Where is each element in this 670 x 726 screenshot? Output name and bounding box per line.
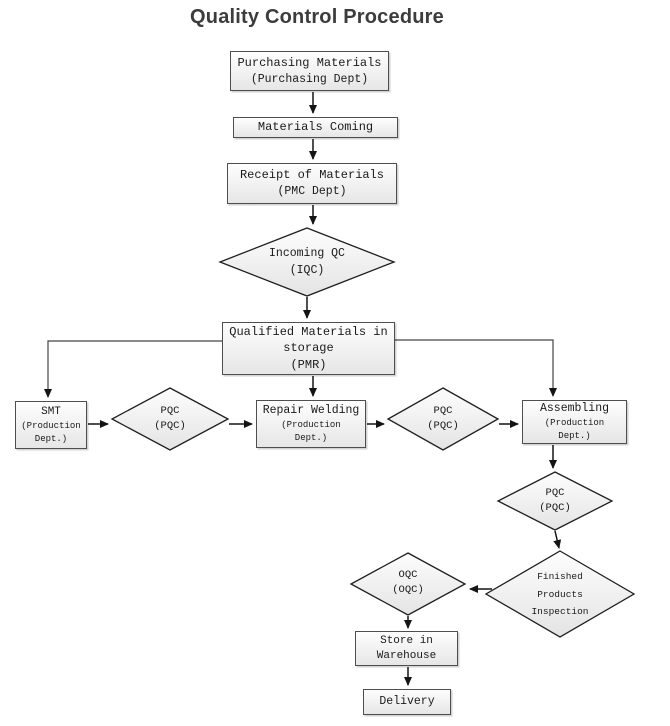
node-delivery: Delivery (363, 689, 451, 715)
node-assembling-line-1: Assembling (539, 402, 609, 415)
node-smt-line-2: (Production (21, 420, 81, 431)
node-smt-line-1: SMT (41, 405, 61, 418)
node-materials-coming-line-1: Materials Coming (257, 120, 374, 134)
node-purchasing-line-1: Purchasing Materials (237, 55, 382, 70)
node-store-line-2: Warehouse (376, 649, 437, 662)
node-pqc-smt-shape (110, 387, 230, 451)
node-oqc-shape (349, 552, 467, 616)
node-purchasing: Purchasing Materials (Purchasing Dept) (230, 51, 389, 91)
node-qualified-line-1: Qualified Materials in (229, 324, 388, 339)
node-assembling: Assembling (Production Dept.) (522, 400, 627, 444)
node-assembling-line-2: (Production (544, 418, 605, 428)
node-materials-coming: Materials Coming (233, 117, 398, 138)
node-delivery-line-1: Delivery (379, 695, 435, 708)
node-qualified-line-2: storage (283, 341, 334, 356)
node-incoming-qc-shape (218, 227, 396, 297)
node-repair-welding-line-3: Dept.) (294, 433, 328, 443)
node-smt: SMT (Production Dept.) (15, 401, 87, 449)
node-store-line-1: Store in (380, 634, 433, 647)
node-finished-inspection-shape (484, 550, 636, 638)
node-purchasing-line-2: (Purchasing Dept) (250, 72, 369, 86)
edge-qualified-smt (44, 340, 222, 398)
node-store: Store in Warehouse (355, 631, 458, 666)
node-repair-welding: Repair Welding (Production Dept.) (256, 400, 366, 448)
node-repair-welding-line-2: (Production (281, 420, 341, 430)
node-qualified: Qualified Materials in storage (PMR) (222, 322, 395, 375)
node-receipt-line-2: (PMC Dept) (277, 185, 347, 198)
node-pqc-assembling-shape (496, 471, 614, 531)
page-title: Quality Control Procedure (190, 6, 444, 28)
node-repair-welding-line-1: Repair Welding (262, 404, 360, 417)
node-pqc-repair-shape (386, 387, 500, 451)
edge-pqc-assembling-finished-inspection (553, 530, 562, 549)
edge-qualified-assembling (395, 339, 557, 397)
node-qualified-line-3: (PMR) (290, 357, 327, 372)
node-smt-line-3: Dept.) (34, 433, 68, 444)
node-receipt-line-1: Receipt of Materials (239, 168, 385, 182)
node-receipt: Receipt of Materials (PMC Dept) (227, 163, 397, 204)
node-assembling-line-3: Dept.) (558, 431, 591, 441)
